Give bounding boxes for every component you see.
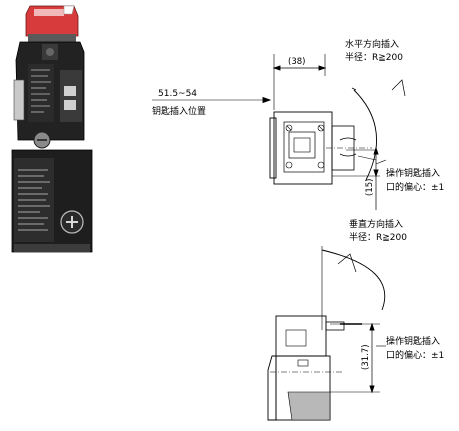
key-position-range: 51.5~54 (158, 89, 197, 99)
key-eccentricity-top-line1: 操作钥匙插入 (386, 167, 440, 179)
horizontal-insertion-drawing (152, 54, 406, 210)
safety-switch-photo (11, 5, 93, 253)
dimension-offset-bottom: (31.7) (361, 344, 371, 370)
vertical-insertion-title: 垂直方向插入 (349, 218, 403, 230)
vertical-insertion-radius: 半径：R≧200 (349, 231, 407, 243)
horizontal-insertion-radius: 半径：R≧200 (345, 51, 403, 63)
key-eccentricity-top-line2: 口的偏心：±1 (386, 181, 444, 193)
vertical-insertion-drawing (267, 246, 386, 421)
key-position-caption: 钥匙插入位置 (152, 105, 206, 117)
key-eccentricity-bottom-line1: 操作钥匙插入 (386, 335, 440, 347)
horizontal-insertion-title: 水平方向插入 (345, 38, 399, 50)
key-eccentricity-bottom-line2: 口的偏心：±1 (386, 349, 444, 361)
dimension-offset-top: (15) (365, 179, 375, 196)
dimension-width-top: (38) (288, 57, 305, 67)
